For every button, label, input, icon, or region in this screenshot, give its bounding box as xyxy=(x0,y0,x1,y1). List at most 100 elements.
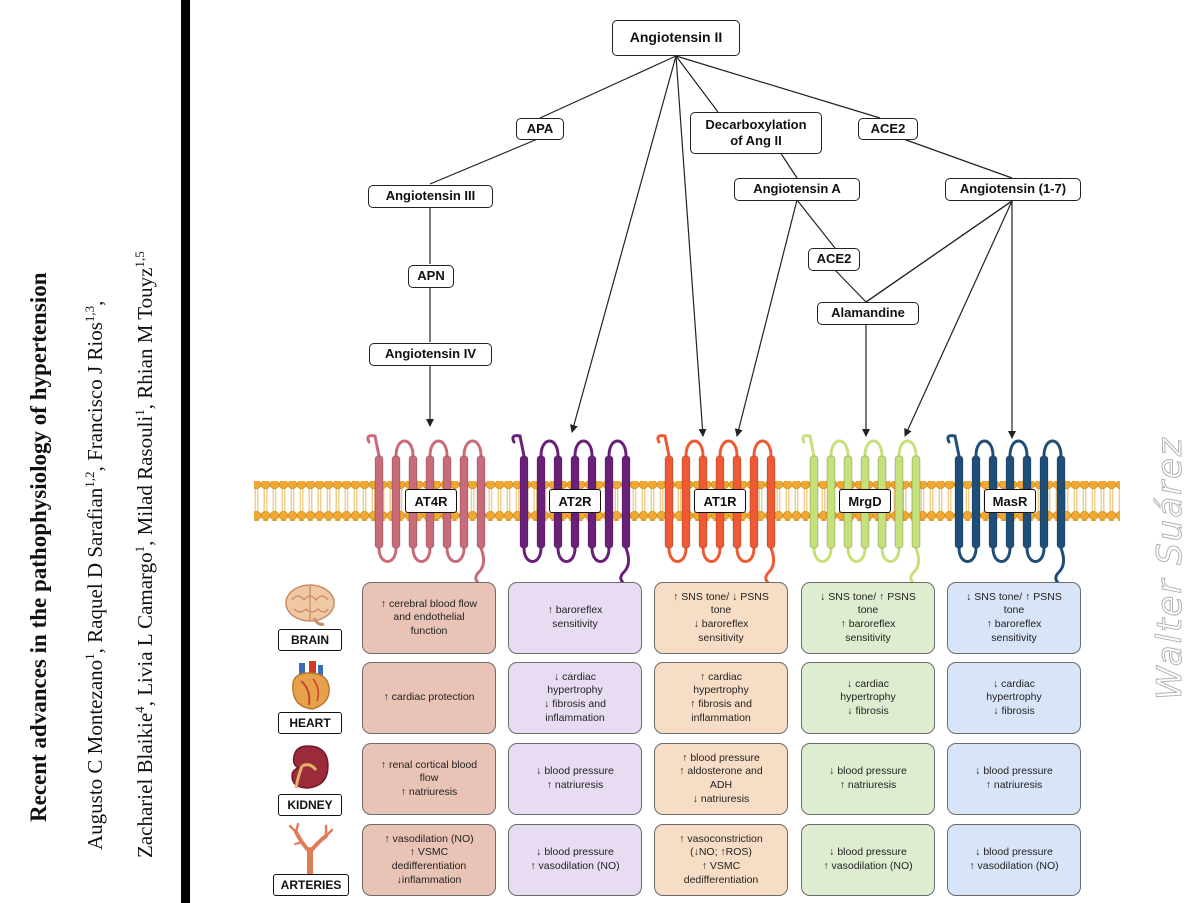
receptor-loops xyxy=(946,434,1066,588)
effect-at2r-brain: ↑ baroreflex sensitivity xyxy=(508,582,642,654)
node-angiotensin-ii: Angiotensin II xyxy=(612,20,740,56)
effect-text: ↓ cardiac xyxy=(846,677,889,690)
heart-icon xyxy=(292,661,330,710)
decarboxylation-line-1: Decarboxylation xyxy=(705,116,807,132)
effect-text: ↑ VSMC xyxy=(409,846,449,859)
decarboxylation-line-2: of Ang II xyxy=(730,133,782,148)
receptor-loops xyxy=(366,434,486,588)
effect-text: hypertrophy xyxy=(547,684,603,697)
brain-icon xyxy=(285,584,335,626)
effect-text: tone xyxy=(857,604,879,617)
effect-text: ↑ vasoconstriction xyxy=(679,832,763,845)
effect-text: ↑ natriuresis xyxy=(546,779,604,791)
node-angiotensin-iii: Angiotensin III xyxy=(368,185,493,208)
effect-text: ↑ vasodilation (NO) xyxy=(823,860,913,872)
effect-text: flow xyxy=(419,772,439,785)
effect-text: ↓ fibrosis and xyxy=(544,698,606,710)
effect-text: and endothelial xyxy=(393,611,465,624)
effect-text: ADH xyxy=(709,779,733,791)
effect-text: hypertrophy xyxy=(840,691,896,704)
effect-text: ↓ blood pressure xyxy=(536,765,614,778)
effect-text: ↑ aldosterone and xyxy=(679,765,763,778)
receptor-label-at4r: AT4R xyxy=(405,489,457,513)
kidney-icon xyxy=(291,745,329,789)
node-angiotensin-iv: Angiotensin IV xyxy=(369,343,492,366)
effect-text: tone xyxy=(710,604,732,617)
transmembrane-helix xyxy=(374,455,384,549)
effect-text: ↓ natriuresis xyxy=(692,792,750,805)
transmembrane-helix xyxy=(536,455,546,549)
effect-at2r-kidney: ↓ blood pressure ↑ natriuresis xyxy=(508,743,642,815)
effect-masr-arteries: ↓ blood pressure ↑ vasodilation (NO) xyxy=(947,824,1081,896)
receptor-label-at2r: AT2R xyxy=(549,489,601,513)
effect-text: ↑ fibrosis and xyxy=(690,698,752,710)
transmembrane-helix xyxy=(391,455,401,549)
node-apn: APN xyxy=(408,265,454,288)
effect-text: ↑ baroreflex xyxy=(840,618,896,630)
receptor-at2r xyxy=(511,434,631,588)
organ-label-brain: BRAIN xyxy=(278,629,342,651)
effect-mrgd-arteries: ↓ blood pressure ↑ vasodilation (NO) xyxy=(801,824,935,896)
black-divider-bar xyxy=(181,0,190,903)
effect-text: ↓ blood pressure xyxy=(975,846,1053,859)
transmembrane-helix xyxy=(954,455,964,549)
transmembrane-helix xyxy=(621,455,631,549)
receptor-loops xyxy=(801,434,921,588)
receptor-layer xyxy=(366,434,1066,588)
effect-text: inflammation xyxy=(691,711,751,724)
effect-text: ↓ blood pressure xyxy=(829,765,907,778)
effect-at1r-brain: ↑ SNS tone/ ↓ PSNS tone ↓ baroreflex sen… xyxy=(654,582,788,654)
node-ace2-top: ACE2 xyxy=(858,118,918,140)
node-angiotensin-a: Angiotensin A xyxy=(734,178,860,201)
arteries-icon xyxy=(288,822,334,874)
effect-text: ↑ cerebral blood flow xyxy=(380,597,478,610)
effect-text: ↓ fibrosis xyxy=(847,704,889,717)
effect-text: ↓ baroreflex xyxy=(693,618,749,630)
receptor-label-mrgd: MrgD xyxy=(839,489,891,513)
effect-text: hypertrophy xyxy=(986,691,1042,704)
pathway-connectors xyxy=(426,55,1016,439)
transmembrane-helix xyxy=(604,455,614,549)
effect-text: ↑ baroreflex xyxy=(547,604,603,617)
effect-text: ↑ blood pressure xyxy=(682,751,760,764)
node-alamandine: Alamandine xyxy=(817,302,919,325)
effect-text: ↓ cardiac xyxy=(553,670,596,683)
receptor-label-at1r: AT1R xyxy=(694,489,746,513)
effect-text: sensitivity xyxy=(552,618,598,630)
effect-text: hypertrophy xyxy=(693,684,749,697)
effect-at1r-heart: ↑ cardiac hypertrophy ↑ fibrosis and inf… xyxy=(654,662,788,734)
effect-at4r-kidney: ↑ renal cortical blood flow ↑ natriuresi… xyxy=(362,743,496,815)
transmembrane-helix xyxy=(894,455,904,549)
effect-text: ↓ blood pressure xyxy=(829,846,907,859)
transmembrane-helix xyxy=(519,455,529,549)
effect-text: function xyxy=(410,624,448,637)
effect-text: ↑ natriuresis xyxy=(985,779,1043,791)
effect-text: (↓NO; ↑ROS) xyxy=(690,846,752,859)
effect-text: ↑ cardiac protection xyxy=(383,691,475,704)
effect-text: dedifferentiation xyxy=(391,860,467,872)
transmembrane-helix xyxy=(911,455,921,549)
effect-text: tone xyxy=(1003,604,1025,617)
effect-text: ↑ baroreflex xyxy=(986,618,1042,630)
effect-text: ↑ vasodilation (NO) xyxy=(530,860,620,872)
effect-at1r-arteries: ↑ vasoconstriction (↓NO; ↑ROS) ↑ VSMC de… xyxy=(654,824,788,896)
node-decarboxylation: Decarboxylation of Ang II xyxy=(690,112,822,154)
effect-text: ↓inflammation xyxy=(396,873,462,886)
transmembrane-helix xyxy=(664,455,674,549)
effect-at4r-brain: ↑ cerebral blood flow and endothelial fu… xyxy=(362,582,496,654)
transmembrane-helix xyxy=(809,455,819,549)
effect-text: ↑ natriuresis xyxy=(400,785,458,798)
transmembrane-helix xyxy=(971,455,981,549)
transmembrane-helix xyxy=(749,455,759,549)
organ-label-arteries: ARTERIES xyxy=(273,874,349,896)
effect-text: ↑ VSMC xyxy=(701,860,741,872)
effect-text: ↓ blood pressure xyxy=(536,846,614,859)
transmembrane-helix xyxy=(476,455,486,549)
effect-at1r-kidney: ↑ blood pressure ↑ aldosterone and ADH ↓… xyxy=(654,743,788,815)
effect-text: ↑ renal cortical blood xyxy=(380,758,478,771)
transmembrane-helix xyxy=(459,455,469,549)
node-angiotensin-1-7: Angiotensin (1-7) xyxy=(945,178,1081,201)
transmembrane-helix xyxy=(826,455,836,549)
transmembrane-helix xyxy=(1039,455,1049,549)
